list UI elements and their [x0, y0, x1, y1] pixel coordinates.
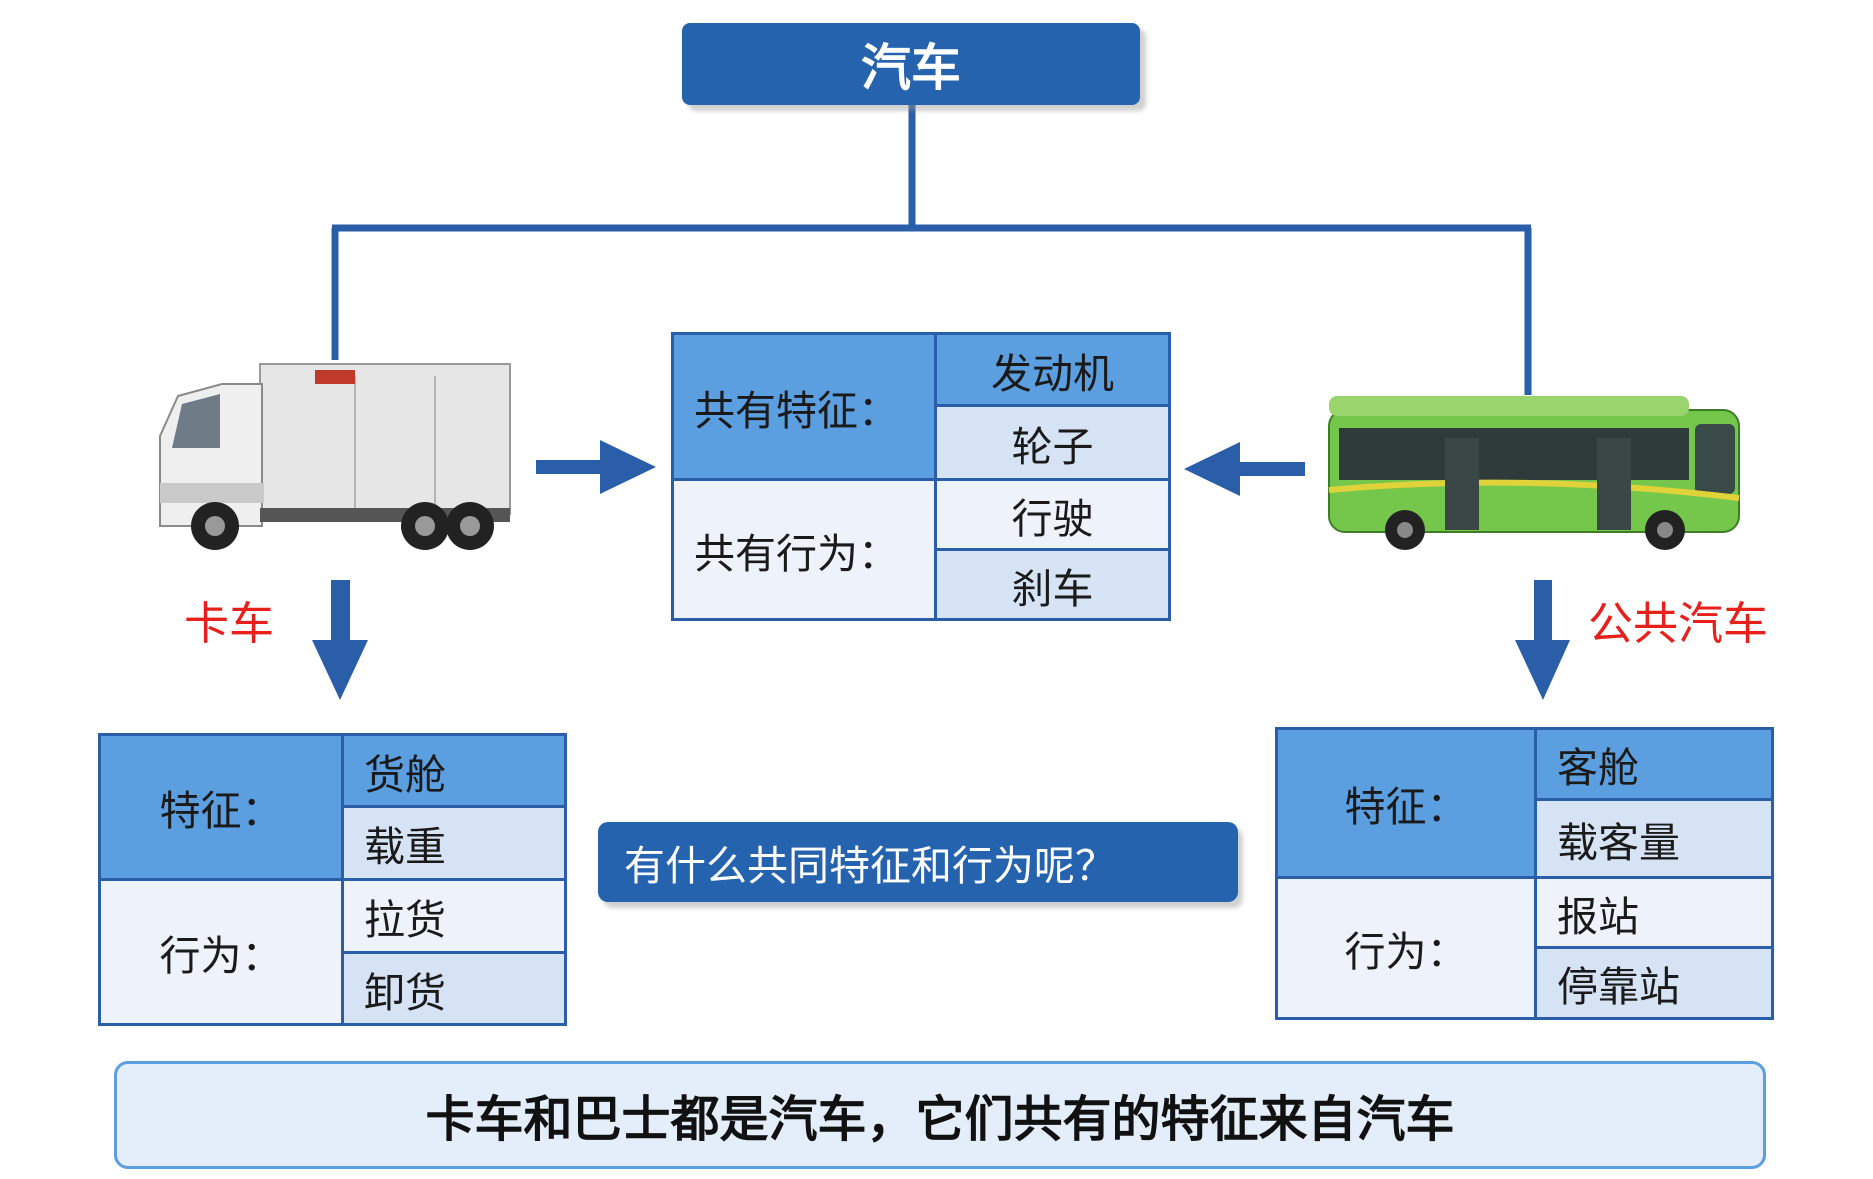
shared-behavior-cell: 刹车 [934, 548, 1171, 621]
truck-label: 卡车 [184, 597, 275, 650]
truck-behavior-cell: 卸货 [341, 951, 567, 1026]
shared-behavior-cell: 行驶 [934, 478, 1171, 551]
truck-behavior-cell: 拉货 [341, 878, 567, 954]
bus-down-arrow-icon [1515, 580, 1570, 700]
bus-image [1328, 396, 1740, 550]
shared-behaviors-label: 共有行为： [671, 478, 937, 621]
truck-feature-cell: 货舱 [341, 733, 567, 808]
bus-features-label: 特征： [1275, 727, 1537, 879]
shared-table: 共有特征： 发动机 轮子 共有行为： 行驶 刹车 [671, 332, 1171, 621]
shared-feature-cell: 轮子 [934, 404, 1171, 481]
bus-behavior-cell: 报站 [1534, 876, 1774, 949]
truck-behaviors-label: 行为： [98, 878, 344, 1026]
truck-table: 特征： 货舱 载重 行为： 拉货 卸货 [98, 733, 567, 1026]
bus-behaviors-label: 行为： [1275, 876, 1537, 1020]
bus-feature-cell: 客舱 [1534, 727, 1774, 801]
truck-feature-cell: 载重 [341, 805, 567, 881]
truck-down-arrow-icon [312, 580, 368, 700]
shared-features-label: 共有特征： [671, 332, 937, 481]
truck-image [159, 363, 511, 550]
question-box: 有什么共同特征和行为呢？ [598, 822, 1238, 902]
shared-feature-cell: 发动机 [934, 332, 1171, 407]
root-node-car: 汽车 [682, 23, 1140, 105]
bus-feature-cell: 载客量 [1534, 798, 1774, 879]
bus-label: 公共汽车 [1588, 597, 1769, 650]
left-arrow-icon [1184, 442, 1305, 496]
truck-features-label: 特征： [98, 733, 344, 881]
bus-table: 特征： 客舱 载客量 行为： 报站 停靠站 [1275, 727, 1774, 1020]
right-arrow-icon [536, 440, 656, 494]
bus-behavior-cell: 停靠站 [1534, 946, 1774, 1020]
summary-banner: 卡车和巴士都是汽车，它们共有的特征来自汽车 [114, 1061, 1766, 1169]
